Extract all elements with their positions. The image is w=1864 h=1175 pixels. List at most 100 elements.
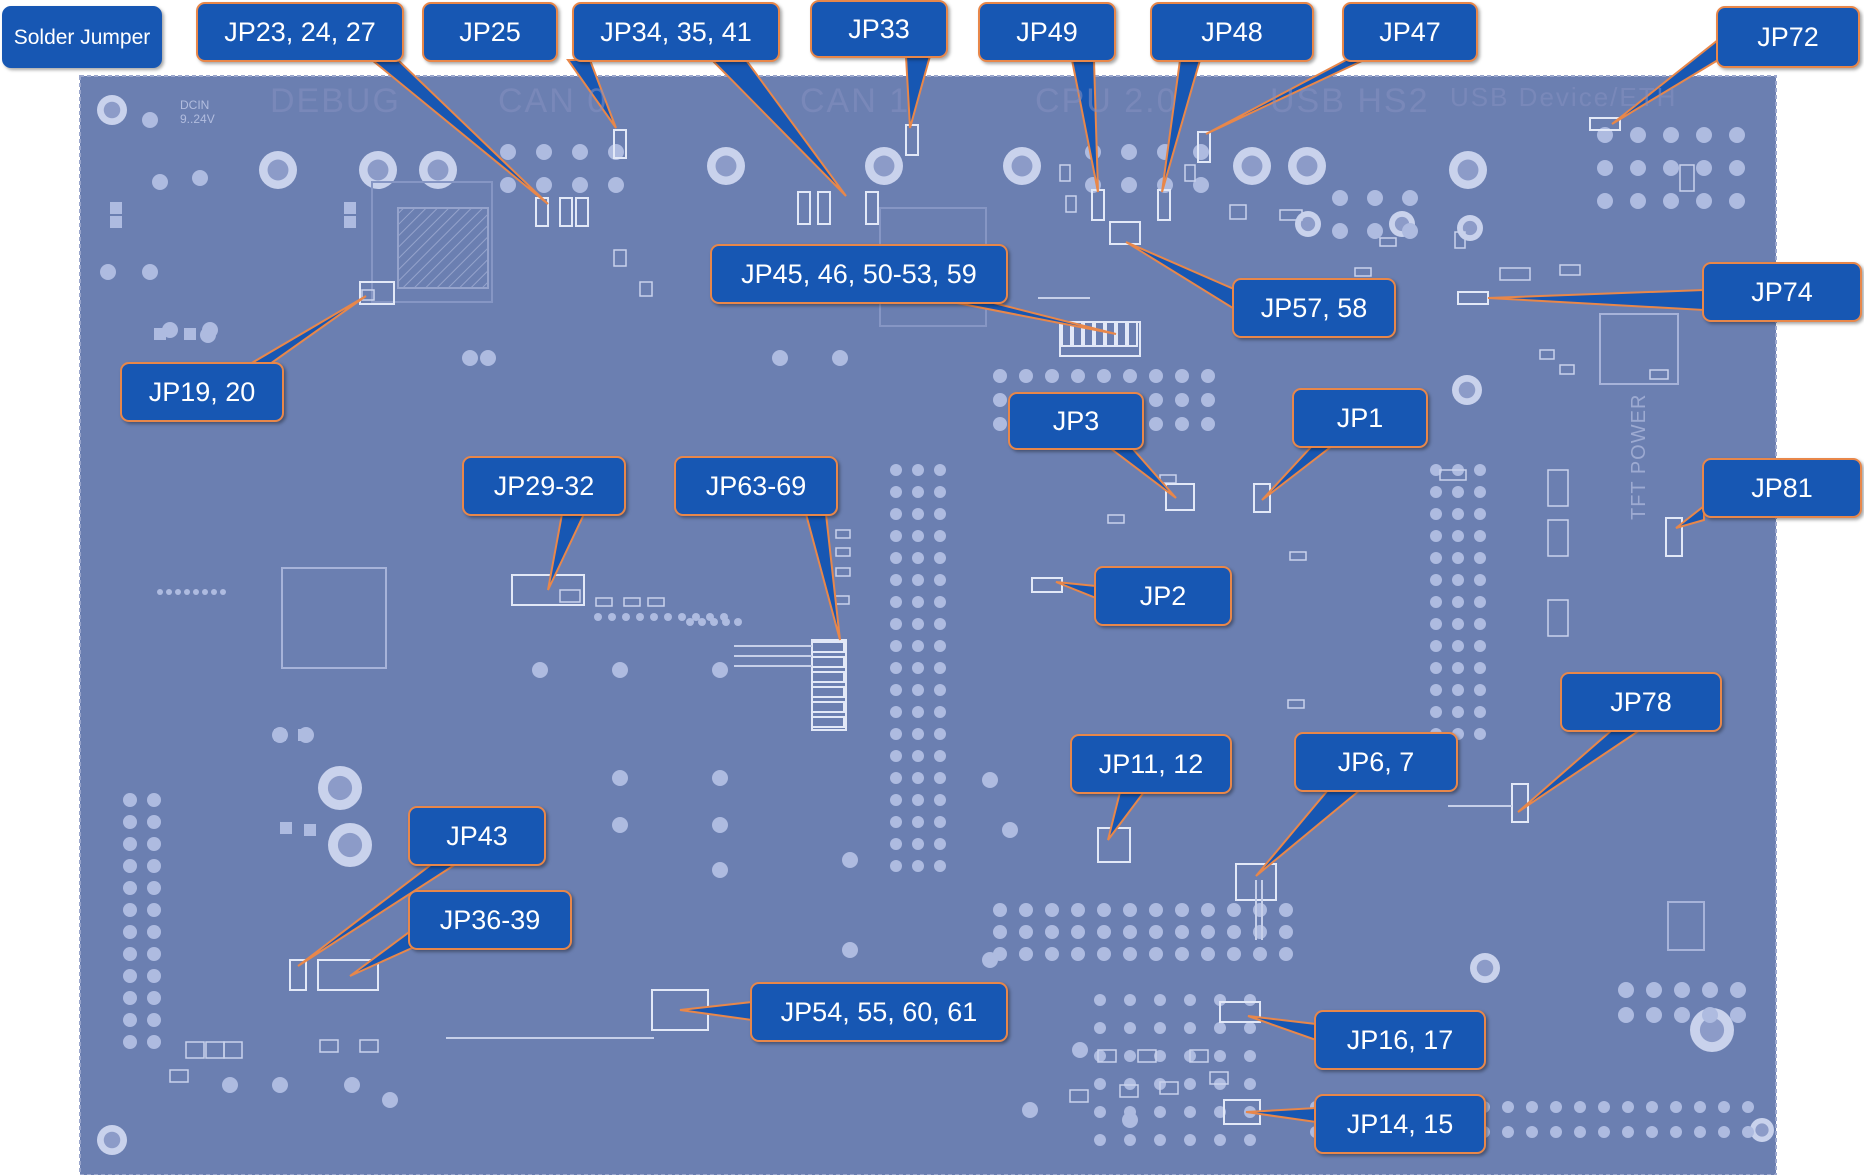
callout-jp34-35-41: JP34, 35, 41 [572, 2, 780, 62]
header-pin [912, 772, 924, 784]
header-pin [912, 728, 924, 740]
callout-jp23-24-27: JP23, 24, 27 [196, 2, 404, 62]
solder-jumper [1197, 131, 1211, 163]
pad [712, 862, 728, 878]
header-pin [1474, 530, 1486, 542]
header-pin [1123, 903, 1137, 917]
header-pin [1646, 1101, 1658, 1113]
mount-hole-center [1699, 1017, 1725, 1043]
solder-jumper [811, 686, 845, 698]
header-pin [912, 816, 924, 828]
header-pin [1121, 177, 1137, 193]
smd-component [169, 1069, 189, 1083]
header-pin [890, 750, 902, 762]
header-pin [934, 684, 946, 696]
header-pin [1729, 193, 1745, 209]
smd-component [361, 289, 375, 301]
header-pin [890, 508, 902, 520]
header-pin [1574, 1101, 1586, 1113]
header-pin [1670, 1101, 1682, 1113]
header-pin [1597, 193, 1613, 209]
header-pin [1094, 994, 1106, 1006]
pad [480, 350, 496, 366]
smd-component [1107, 514, 1125, 524]
silk-can1: CAN 1 [800, 82, 911, 120]
header-pin [1154, 1022, 1166, 1034]
header-pin [1430, 662, 1442, 674]
mount-hole-center [103, 101, 121, 119]
board-components [97, 95, 1774, 1155]
pad [612, 770, 628, 786]
header-pin [1123, 947, 1137, 961]
header-pin [123, 925, 137, 939]
header-pin [1201, 947, 1215, 961]
legend-solder-jumper: Solder Jumper [2, 6, 162, 68]
header-pin [1718, 1126, 1730, 1138]
header-pin [1474, 508, 1486, 520]
header-pin [912, 706, 924, 718]
header-pin [912, 662, 924, 674]
header-pin [147, 1035, 161, 1049]
header-pin [912, 464, 924, 476]
header-pin [934, 860, 946, 872]
silk-tft-power: TFT POWER [1628, 393, 1650, 520]
solder-jumper [811, 716, 845, 728]
silk-debug: DEBUG [270, 82, 401, 120]
mount-hole-center [1296, 155, 1318, 177]
header-pin [1201, 925, 1215, 939]
mount-hole-center [1458, 381, 1476, 399]
header-pin [1094, 1078, 1106, 1090]
header-pin [1474, 662, 1486, 674]
test-pad [636, 613, 644, 621]
header-pin [1227, 903, 1241, 917]
header-pin [1474, 574, 1486, 586]
header-pin [890, 596, 902, 608]
header-pin [1184, 1134, 1196, 1146]
smd-component [1539, 349, 1555, 360]
solder-jumper [905, 124, 919, 156]
header-pin [1367, 190, 1383, 206]
header-pin [1175, 393, 1189, 407]
header-pin [1696, 193, 1712, 209]
solder-jumper [811, 639, 847, 731]
header-pin [1730, 982, 1746, 998]
header-pin [1430, 530, 1442, 542]
square-pad [110, 202, 122, 214]
pad [462, 350, 478, 366]
header-pin [1279, 947, 1293, 961]
solder-jumper [865, 191, 879, 225]
header-pin [934, 464, 946, 476]
test-pad [734, 618, 742, 626]
header-pin [1045, 369, 1059, 383]
header-pin [1184, 1078, 1196, 1090]
pad [222, 1077, 238, 1093]
callout-jp72: JP72 [1716, 6, 1860, 68]
header-pin [1730, 1007, 1746, 1023]
pad [152, 174, 168, 190]
header-pin [890, 816, 902, 828]
header-pin [1430, 464, 1442, 476]
voltage-regulator [397, 207, 489, 289]
test-pad [175, 589, 181, 595]
callout-jp25: JP25 [422, 2, 558, 62]
smd-component [1354, 267, 1372, 277]
header-pin [147, 881, 161, 895]
solder-jumper [1109, 221, 1141, 245]
header-pin [1094, 1022, 1106, 1034]
pad [142, 264, 158, 280]
header-pin [890, 486, 902, 498]
header-pin [1452, 486, 1464, 498]
header-pin [123, 1013, 137, 1027]
header-pin [1154, 1134, 1166, 1146]
smd-component [835, 547, 851, 557]
header-pin [993, 393, 1007, 407]
header-pin [1071, 903, 1085, 917]
header-pin [934, 486, 946, 498]
smd-component [1499, 267, 1531, 281]
mount-hole-center [1300, 216, 1316, 232]
header-pin [912, 530, 924, 542]
test-pad [202, 589, 208, 595]
header-pin [608, 177, 624, 193]
header-pin [1121, 144, 1137, 160]
solder-jumper [511, 574, 585, 606]
